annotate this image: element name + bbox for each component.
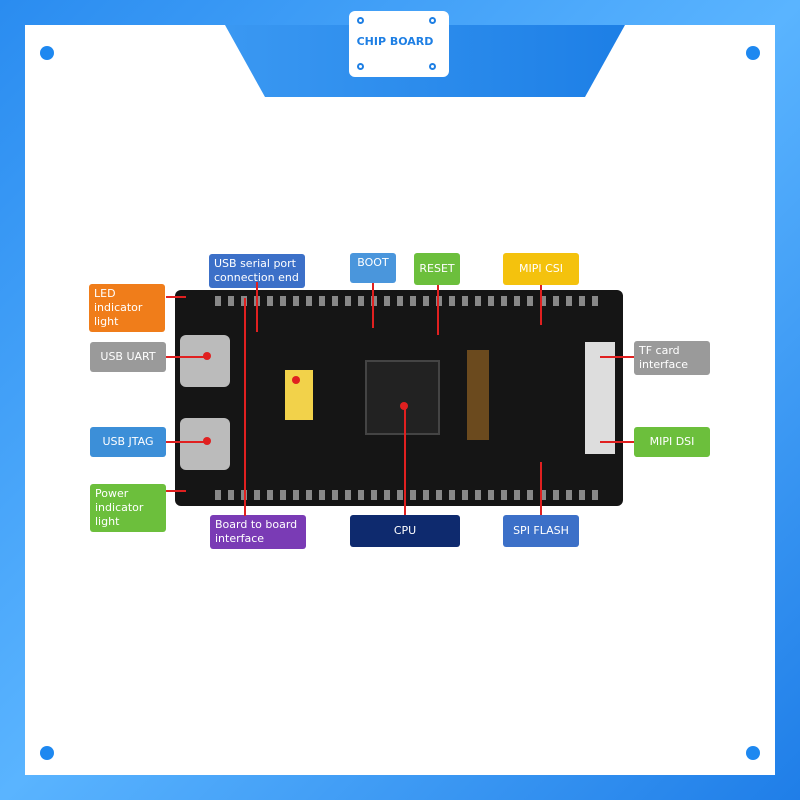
label-led: LED indicator light: [89, 284, 165, 332]
logo-hole-icon: [357, 63, 364, 70]
leader-line: [372, 283, 374, 328]
logo-hole-icon: [357, 17, 364, 24]
logo-text: CHIP BOARD: [356, 35, 434, 48]
label-cpu: CPU: [350, 515, 460, 547]
usb-uart-port: [180, 335, 230, 387]
display-connector: [585, 342, 615, 454]
marker-dot: [203, 437, 211, 445]
leader-line: [540, 285, 542, 325]
logo-hole-icon: [429, 63, 436, 70]
top-pin-header: [215, 296, 603, 306]
leader-line: [166, 296, 186, 298]
label-reset: RESET: [414, 253, 460, 285]
leader-line: [437, 285, 439, 335]
leader-line: [244, 298, 246, 516]
leader-line: [166, 490, 186, 492]
dev-board: [175, 290, 623, 506]
corner-dot: [40, 746, 54, 760]
marker-dot: [203, 352, 211, 360]
corner-dot: [746, 746, 760, 760]
marker-dot: [400, 402, 408, 410]
label-power: Power indicator light: [90, 484, 166, 532]
leader-line: [600, 356, 634, 358]
bottom-pin-header: [215, 490, 603, 500]
chip-board-logo: CHIP BOARD: [349, 11, 449, 77]
label-tf: TF card interface: [634, 341, 710, 375]
label-usb-uart: USB UART: [90, 342, 166, 372]
leader-line: [404, 405, 406, 515]
label-spi: SPI FLASH: [503, 515, 579, 547]
leader-line: [540, 462, 542, 515]
panel: [25, 25, 775, 775]
label-mipi-dsi: MIPI DSI: [634, 427, 710, 457]
corner-dot: [40, 46, 54, 60]
leader-line: [256, 282, 258, 332]
logo-hole-icon: [429, 17, 436, 24]
corner-dot: [746, 46, 760, 60]
label-mipi-csi: MIPI CSI: [503, 253, 579, 285]
camera-connector: [467, 350, 489, 440]
leader-line: [166, 441, 210, 443]
leader-line: [166, 356, 210, 358]
marker-dot: [292, 376, 300, 384]
leader-line: [600, 441, 634, 443]
cpu-chip: [365, 360, 440, 435]
label-usb-jtag: USB JTAG: [90, 427, 166, 457]
label-board: Board to board interface: [210, 515, 306, 549]
label-boot: BOOT: [350, 253, 396, 283]
